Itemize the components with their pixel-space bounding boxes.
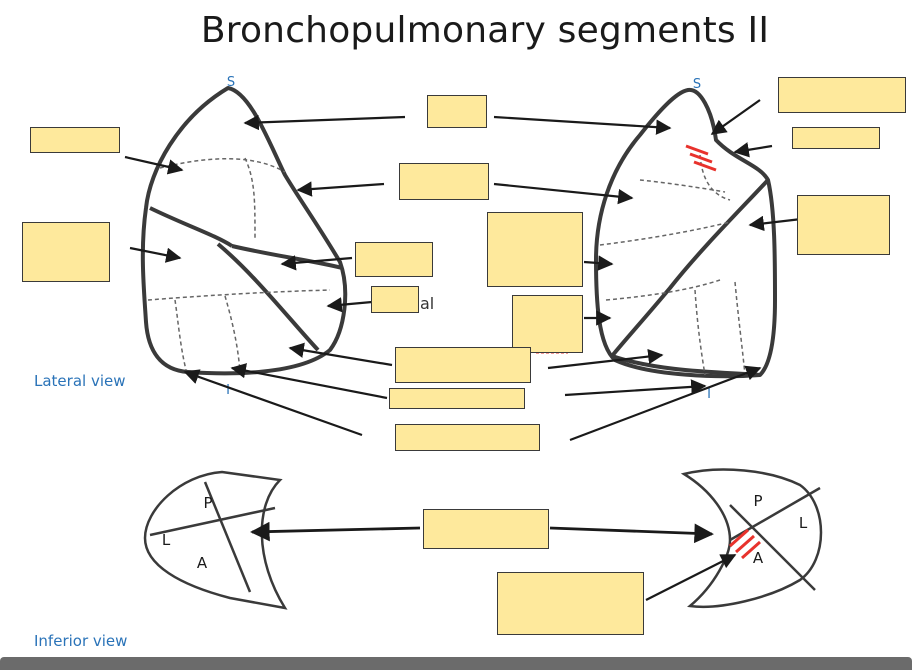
- left-horizontal-fissure: [149, 206, 234, 248]
- box-anterior[interactable]: [399, 163, 489, 200]
- partial-label: al: [420, 294, 434, 313]
- bottom-scrollbar[interactable]: [0, 657, 912, 670]
- box-lateral-basal[interactable]: [395, 347, 531, 383]
- box-medial-basal[interactable]: [395, 424, 540, 451]
- box-right-middle[interactable]: [797, 195, 890, 255]
- right-anterior-mark: A: [753, 549, 764, 567]
- left-lung: [140, 86, 348, 376]
- box-bottom-center[interactable]: [423, 509, 549, 549]
- inferior-arrows: [250, 521, 737, 601]
- left-inferior-mark: I: [226, 383, 230, 398]
- box-superior[interactable]: [487, 212, 583, 287]
- left-oblique-fissure: [231, 244, 343, 270]
- left-posterior-mark: P: [203, 494, 212, 512]
- right-lung-segments: [599, 154, 746, 376]
- left-lower-fissure: [216, 242, 320, 352]
- box-anterior-basal[interactable]: [512, 295, 583, 353]
- right-inferior-mark: I: [707, 387, 711, 402]
- box-medial[interactable]: [355, 242, 433, 277]
- inferior-view-label: Inferior view: [34, 632, 128, 650]
- box-lingula[interactable]: [22, 222, 110, 282]
- inferior-left-lung: [143, 470, 288, 610]
- left-superior-mark: S: [227, 75, 235, 90]
- right-lung-outline: [594, 87, 777, 379]
- box-lateral[interactable]: [371, 286, 419, 313]
- arrows: [124, 99, 811, 442]
- box-apical[interactable]: [427, 95, 487, 128]
- right-superior-mark: S: [693, 77, 701, 92]
- right-lung: [594, 87, 777, 379]
- right-posterior-mark: P: [753, 492, 762, 510]
- page-title: Bronchopulmonary segments II: [200, 10, 770, 51]
- left-anterior-mark: A: [197, 554, 208, 572]
- right-lateral-mark: L: [799, 514, 808, 532]
- box-right-apicoposterior[interactable]: [792, 127, 880, 149]
- left-lung-outline: [140, 86, 348, 376]
- right-lung-hatch: [685, 144, 717, 172]
- box-posterior-basal[interactable]: [389, 388, 525, 409]
- inferior-right-hatch: [729, 528, 761, 560]
- right-oblique-fissure: [610, 178, 770, 358]
- left-lateral-mark: L: [162, 531, 171, 549]
- box-posterior[interactable]: [30, 127, 120, 153]
- lateral-view-label: Lateral view: [34, 372, 126, 390]
- box-bottom-right[interactable]: [497, 572, 644, 635]
- box-right-superior[interactable]: [778, 77, 906, 113]
